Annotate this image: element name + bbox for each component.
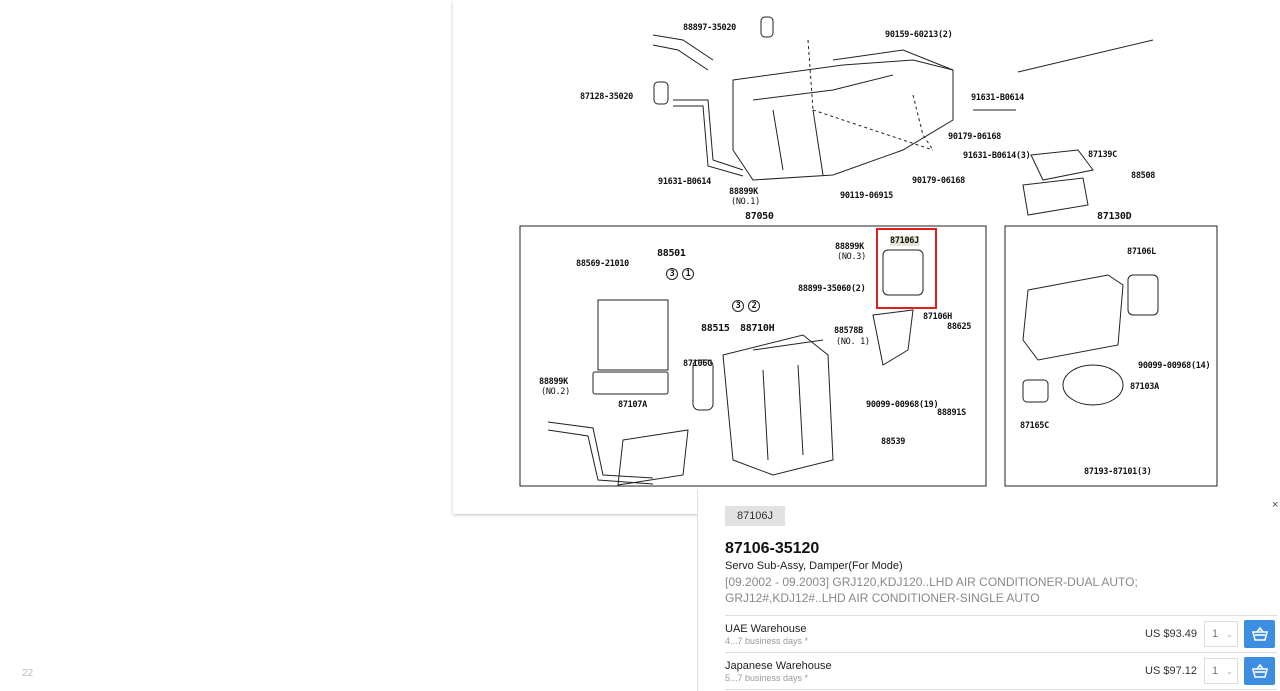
part-label[interactable]: 88539 bbox=[881, 437, 906, 447]
part-label[interactable]: 87106L bbox=[1127, 247, 1156, 257]
circled-number: 1 bbox=[682, 268, 694, 280]
part-label-note: (NO.3) bbox=[837, 252, 866, 262]
price: US $97.12 bbox=[1145, 665, 1197, 677]
part-label[interactable]: 88899K bbox=[835, 242, 864, 252]
basket-icon bbox=[1251, 664, 1268, 678]
part-label[interactable]: 87106G bbox=[683, 359, 712, 369]
part-label[interactable]: 90179-06168 bbox=[948, 132, 1001, 142]
warehouse-name: Japanese Warehouse bbox=[725, 660, 832, 672]
part-label[interactable]: 87130D bbox=[1097, 211, 1132, 222]
group-box-87130D bbox=[1004, 225, 1218, 487]
part-applicability: [09.2002 - 09.2003] GRJ120,KDJ120..LHD A… bbox=[725, 575, 1138, 605]
part-name: Servo Sub-Assy, Damper(For Mode) bbox=[725, 560, 903, 572]
add-to-cart-button[interactable] bbox=[1244, 657, 1275, 685]
part-label[interactable]: 91631-B0614 bbox=[658, 177, 711, 187]
part-detail-panel: 87106J 87106-35120 Servo Sub-Assy, Dampe… bbox=[697, 490, 1280, 691]
part-label[interactable]: 88578B bbox=[834, 326, 863, 336]
warehouse-row: UAE Warehouse 4...7 business days * US $… bbox=[725, 615, 1277, 652]
part-label[interactable]: 88625 bbox=[947, 322, 972, 332]
diagram-drawing bbox=[519, 16, 1218, 487]
part-label[interactable]: 90179-06168 bbox=[912, 176, 965, 186]
quantity-value: 1 bbox=[1212, 665, 1219, 677]
part-label[interactable]: 88508 bbox=[1131, 171, 1156, 181]
part-number: 87106-35120 bbox=[725, 540, 820, 557]
part-label[interactable]: 88899-35060(2) bbox=[798, 284, 866, 294]
part-label[interactable]: 88899K bbox=[729, 187, 758, 197]
chevron-down-icon: ⌄ bbox=[1226, 629, 1233, 639]
part-label[interactable]: 87165C bbox=[1020, 421, 1049, 431]
part-label-note: (NO. 1) bbox=[836, 337, 870, 347]
part-label[interactable]: 88515 bbox=[701, 323, 730, 334]
part-label-note: (NO.1) bbox=[731, 197, 760, 207]
part-label[interactable]: 88569-21010 bbox=[576, 259, 629, 269]
reference-code-badge: 87106J bbox=[725, 506, 785, 526]
basket-icon bbox=[1251, 627, 1268, 641]
part-label[interactable]: 87106H bbox=[923, 312, 952, 322]
part-label[interactable]: 87050 bbox=[745, 211, 774, 222]
part-label-selected[interactable]: 87106J bbox=[890, 236, 919, 246]
parts-diagram[interactable]: 88897-35020 90159-60213(2) 87128-35020 9… bbox=[453, 0, 1280, 514]
part-label[interactable]: 90099-00968(14) bbox=[1138, 361, 1211, 371]
group-box-87050 bbox=[519, 225, 987, 487]
page-number: 22 bbox=[22, 668, 34, 679]
part-label[interactable]: 90099-00968(19) bbox=[866, 400, 939, 410]
close-icon[interactable]: × bbox=[1272, 499, 1279, 511]
quantity-select[interactable]: 1⌄ bbox=[1204, 621, 1238, 647]
part-label-note: (NO.2) bbox=[541, 387, 570, 397]
part-label[interactable]: 87128-35020 bbox=[580, 92, 633, 102]
price: US $93.49 bbox=[1145, 628, 1197, 640]
part-label[interactable]: 87193-87101(3) bbox=[1084, 467, 1152, 477]
part-label[interactable]: 88891S bbox=[937, 408, 966, 418]
hvac-unit-shape bbox=[732, 59, 954, 181]
part-label[interactable]: 90159-60213(2) bbox=[885, 30, 953, 40]
part-label[interactable]: 88501 bbox=[657, 248, 686, 259]
part-label[interactable]: 90119-06915 bbox=[840, 191, 893, 201]
warehouse-name: UAE Warehouse bbox=[725, 623, 807, 635]
part-label[interactable]: 91631-B0614 bbox=[971, 93, 1024, 103]
circled-number: 3 bbox=[666, 268, 678, 280]
part-label[interactable]: 88897-35020 bbox=[683, 23, 736, 33]
part-label[interactable]: 91631-B0614(3) bbox=[963, 151, 1031, 161]
part-label[interactable]: 88710H bbox=[740, 323, 775, 334]
quantity-select[interactable]: 1⌄ bbox=[1204, 658, 1238, 684]
circled-number: 3 bbox=[732, 300, 744, 312]
add-to-cart-button[interactable] bbox=[1244, 620, 1275, 648]
delivery-time: 4...7 business days * bbox=[725, 636, 809, 646]
delivery-time: 5...7 business days * bbox=[725, 673, 809, 683]
selected-part-highlight bbox=[876, 228, 937, 309]
chevron-down-icon: ⌄ bbox=[1226, 666, 1233, 676]
circled-number: 2 bbox=[748, 300, 760, 312]
warehouse-row: Japanese Warehouse 5...7 business days *… bbox=[725, 652, 1277, 690]
part-label[interactable]: 87139C bbox=[1088, 150, 1117, 160]
part-label[interactable]: 88899K bbox=[539, 377, 568, 387]
part-label[interactable]: 87107A bbox=[618, 400, 647, 410]
quantity-value: 1 bbox=[1212, 628, 1219, 640]
part-label[interactable]: 87103A bbox=[1130, 382, 1159, 392]
